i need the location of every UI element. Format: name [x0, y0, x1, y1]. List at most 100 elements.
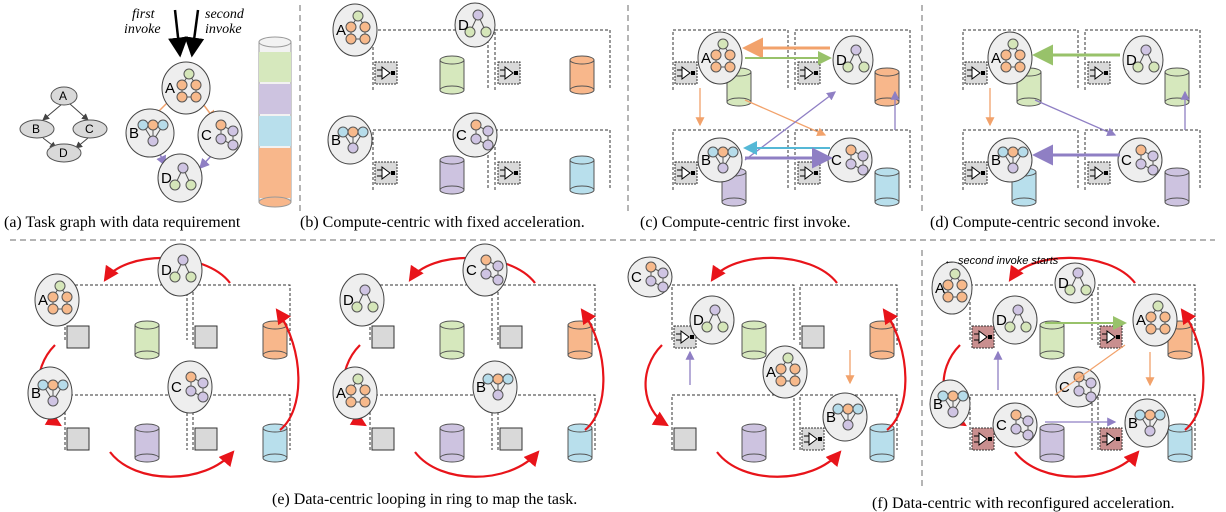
- caption-c: (c) Compute-centric first invoke.: [640, 214, 851, 231]
- storage-cylinder-icon: [439, 320, 465, 360]
- data-stack-cylinder-icon: [258, 36, 292, 208]
- panel-dividers: [10, 5, 1215, 490]
- task-bubble-a: A: [1132, 293, 1178, 347]
- task-bubble-a: A: [161, 61, 211, 115]
- bubble-label: B: [31, 385, 41, 402]
- storage-cylinder-icon: [439, 55, 465, 95]
- task-bubble-c: C: [167, 360, 213, 414]
- task-bubble-d: D: [157, 153, 203, 203]
- first-invoke-line2: invoke: [124, 22, 161, 37]
- node-boundary: [671, 284, 795, 340]
- second-invoke-annotation: second invoke starts: [958, 255, 1059, 267]
- storage-cylinder-icon: [262, 320, 288, 360]
- accelerator-icon: [801, 427, 825, 451]
- bubble-label: B: [331, 132, 341, 149]
- bubble-label: D: [161, 170, 172, 187]
- accelerator-icon: [971, 325, 995, 349]
- panel-b: A D B C: [327, 2, 611, 195]
- flow-line: [1054, 344, 1126, 396]
- bubble-label: A: [935, 280, 945, 297]
- bubble-label: C: [171, 379, 182, 396]
- storage-cylinder-icon: [1167, 423, 1193, 463]
- task-label-b: B: [32, 122, 40, 136]
- node-boundary: [962, 29, 1079, 90]
- ring-arrow-icon: [1180, 308, 1205, 431]
- node-boundary: [1084, 29, 1201, 90]
- storage-cylinder-icon: [874, 167, 900, 207]
- node-boundary: [671, 394, 795, 450]
- task-bubble-c: C: [452, 112, 498, 158]
- node-boundary: [372, 129, 489, 190]
- task-bubble-b: B: [472, 360, 518, 414]
- storage-cylinder-icon: [1039, 320, 1065, 360]
- storage-cylinder-icon: [1164, 167, 1190, 207]
- storage-cylinder-icon: [439, 155, 465, 195]
- ring-arrow-icon: [1014, 450, 1140, 478]
- task-node-c: [72, 119, 108, 139]
- task-bubble-c: C: [627, 256, 673, 298]
- bubble-label: D: [1126, 52, 1137, 69]
- second-invoke-arrow-icon: [184, 9, 205, 58]
- task-bubble-c: C: [992, 402, 1038, 448]
- node-boundary: [64, 394, 188, 450]
- node-boundary: [969, 394, 1093, 450]
- ring-arrow-icon: [882, 308, 907, 431]
- ring-arrow-icon: [109, 450, 235, 478]
- node-boundary: [672, 29, 789, 90]
- task-bubble-a: A: [332, 366, 378, 420]
- task-bubble-b: B: [987, 137, 1033, 183]
- bubble-label: A: [336, 385, 346, 402]
- left-arrow-icon: ←: [944, 255, 955, 267]
- task-bubble-b: B: [327, 115, 373, 165]
- bubble-label: D: [458, 17, 469, 34]
- ring-arrow-icon: [716, 450, 842, 478]
- node-boundary: [799, 394, 898, 450]
- task-label-c: C: [85, 122, 94, 136]
- bubble-label: B: [476, 379, 486, 396]
- node-boundary: [794, 29, 911, 90]
- second-invoke-line1: second: [205, 7, 245, 22]
- accelerator-box: [66, 325, 90, 349]
- ring-arrow-icon: [710, 256, 838, 284]
- task-bubble-a: A: [34, 273, 80, 327]
- bubble-label: B: [1128, 415, 1138, 432]
- task-node-a: [50, 86, 78, 106]
- accelerator-box: [499, 427, 523, 451]
- task-bubble-b: B: [125, 108, 175, 158]
- accelerator-icon: [1087, 161, 1111, 185]
- task-bubble-b: B: [27, 366, 73, 420]
- accelerator-box: [371, 427, 395, 451]
- bubble-label: C: [1121, 152, 1132, 169]
- node-boundary: [494, 129, 611, 190]
- bubble-label: B: [933, 396, 943, 413]
- storage-cylinder-icon: [741, 423, 767, 463]
- accelerator-icon: [673, 325, 697, 349]
- accelerator-icon: [674, 161, 698, 185]
- bubble-label: A: [38, 292, 48, 309]
- task-bubble-c: C: [1117, 137, 1163, 183]
- task-bubble-a: A: [332, 3, 378, 57]
- accelerator-box: [194, 325, 218, 349]
- accelerator-icon: [374, 61, 398, 85]
- bubble-label: D: [996, 312, 1007, 329]
- flow-arrow-icon: [744, 91, 837, 161]
- flow-arrow-icon: [744, 99, 827, 137]
- accelerator-icon: [1087, 61, 1111, 85]
- storage-cylinder-icon: [741, 320, 767, 360]
- accelerator-icon: [1099, 427, 1123, 451]
- task-bubble-a: A: [762, 345, 808, 399]
- node-boundary: [192, 394, 291, 450]
- ring-arrow-icon: [1008, 256, 1136, 284]
- ring-arrow-icon: [275, 308, 300, 431]
- ring-arrow-icon: [580, 308, 605, 431]
- task-node-d: [46, 143, 82, 163]
- bubble-label: C: [201, 127, 212, 144]
- accelerator-icon: [674, 61, 698, 85]
- node-boundary: [372, 29, 489, 90]
- accelerator-box: [371, 325, 395, 349]
- accelerator-icon: [374, 161, 398, 185]
- bubble-label: B: [701, 152, 711, 169]
- bubble-label: A: [766, 364, 776, 381]
